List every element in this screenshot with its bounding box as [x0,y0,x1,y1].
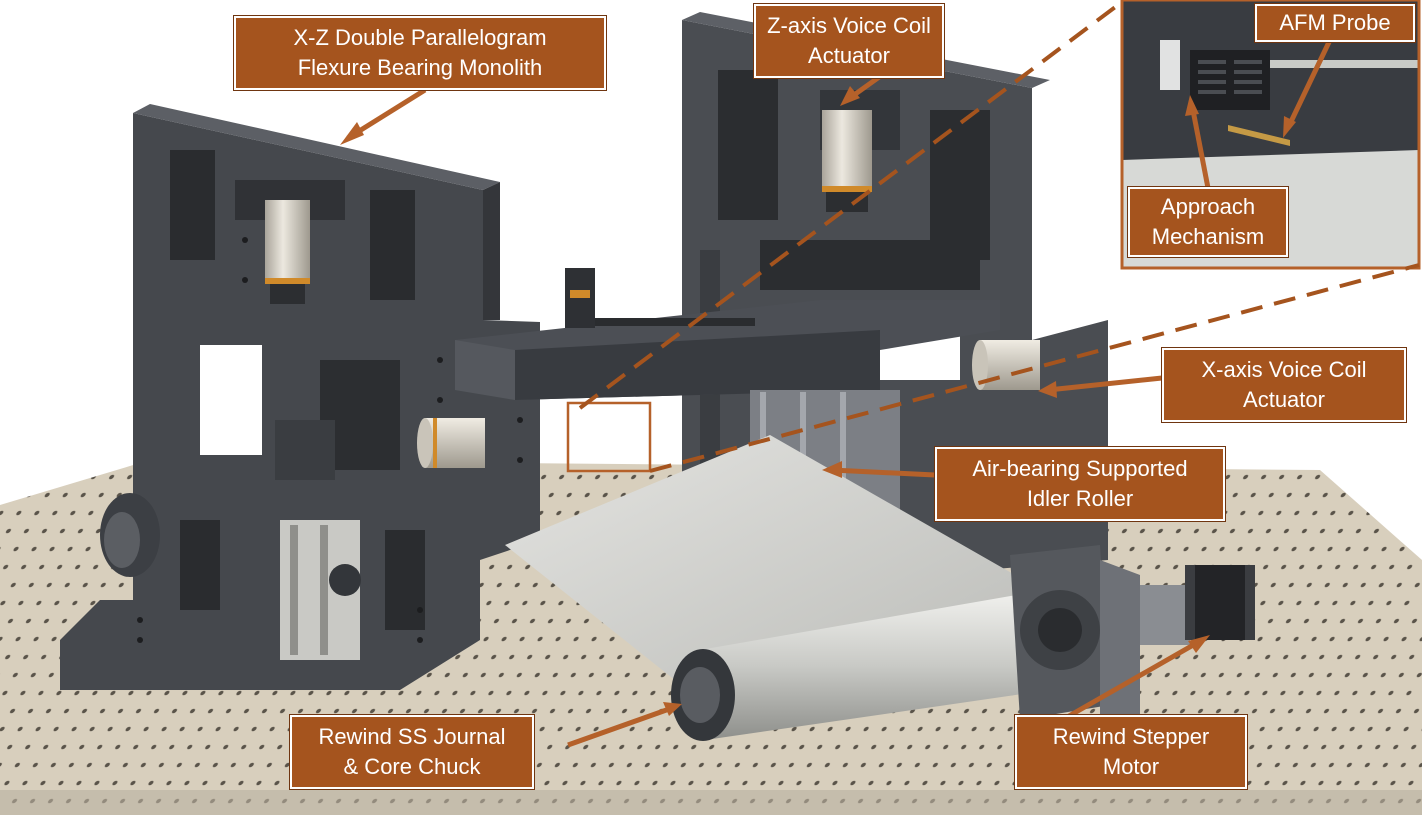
label-flexure-monolith-line2: Flexure Bearing Monolith [297,55,543,80]
z-voice-coil-left [265,200,310,304]
label-flexure-monolith: X-Z Double Parallelogram Flexure Bearing… [233,15,607,91]
label-z-axis-actuator: Z-axis Voice Coil Actuator [753,3,945,79]
front-flexure-frame [60,104,540,690]
core-chuck-block [1010,545,1140,730]
label-idler-roller-line2: Idler Roller [1026,486,1134,511]
gantry-beam [455,268,1000,400]
label-z-axis-actuator-line2: Actuator [808,43,890,68]
label-afm-probe-text: AFM Probe [1279,10,1391,35]
probe-region-box [566,401,652,473]
label-stepper-motor-line1: Rewind Stepper [1052,724,1210,749]
z-voice-coil-right [822,110,872,212]
label-rewind-journal-line1: Rewind SS Journal [318,724,506,749]
label-x-axis-actuator-line2: Actuator [1243,387,1325,412]
arrowheads [340,86,1296,716]
rewind-roll [671,590,1050,741]
label-approach-mechanism: Approach Mechanism [1127,186,1289,258]
zoom-leader-lines [578,0,1420,473]
label-x-axis-actuator-line1: X-axis Voice Coil [1201,357,1367,382]
label-approach-mechanism-line1: Approach [1160,194,1256,219]
label-x-axis-actuator: X-axis Voice Coil Actuator [1161,347,1407,423]
callout-arrows [346,38,1333,748]
label-stepper-motor: Rewind Stepper Motor [1014,714,1248,790]
label-z-axis-actuator-line1: Z-axis Voice Coil [767,13,931,38]
label-stepper-motor-line2: Motor [1102,754,1160,779]
label-afm-probe: AFM Probe [1254,3,1416,43]
x-voice-coil-left [417,418,485,468]
rear-journal-left [100,493,160,577]
label-idler-roller-line1: Air-bearing Supported [972,456,1188,481]
label-flexure-monolith-line1: X-Z Double Parallelogram [293,25,547,50]
stepper-motor [1140,565,1255,645]
inset-zoom-panel [1120,0,1421,270]
label-idler-roller: Air-bearing Supported Idler Roller [934,446,1226,522]
label-rewind-journal-line2: & Core Chuck [343,754,481,779]
label-approach-mechanism-line2: Mechanism [1151,224,1265,249]
label-rewind-journal: Rewind SS Journal & Core Chuck [289,714,535,790]
